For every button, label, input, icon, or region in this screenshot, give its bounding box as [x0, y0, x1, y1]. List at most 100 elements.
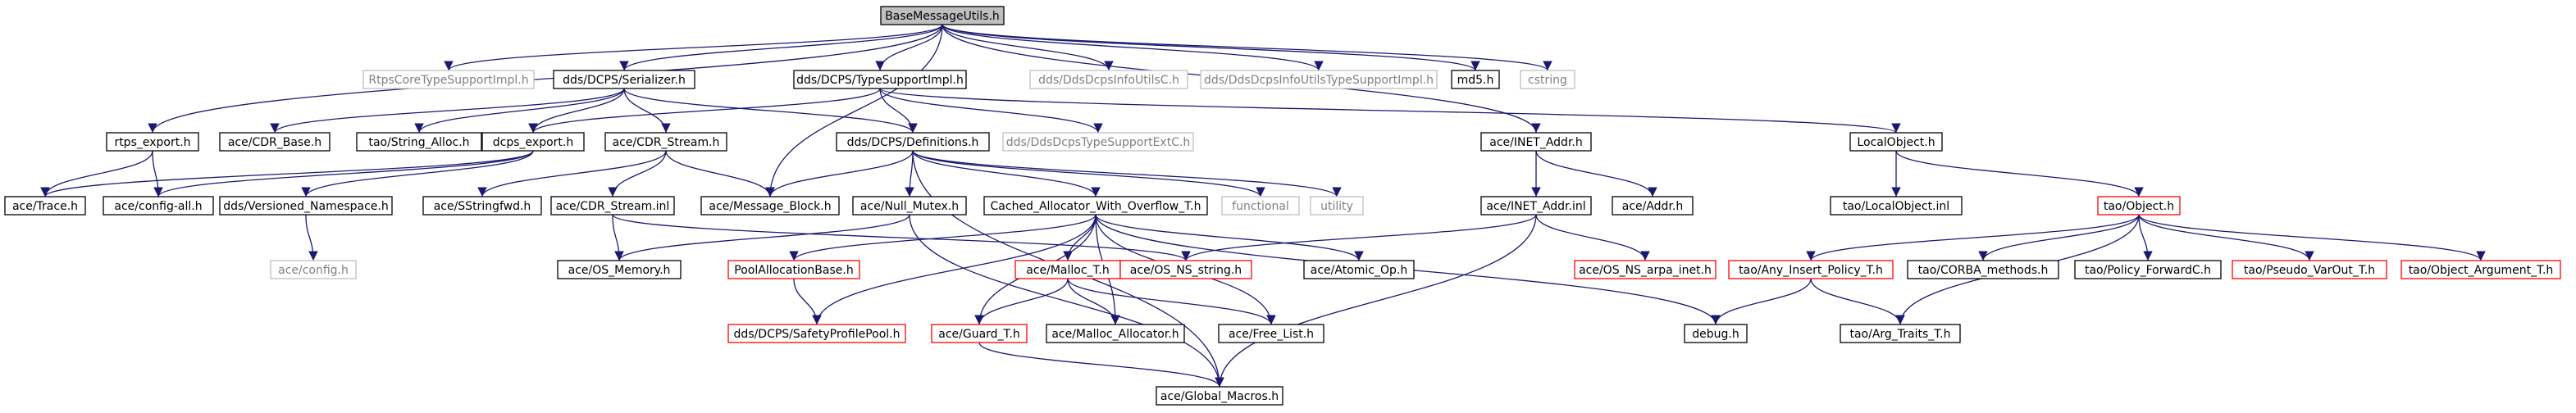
node-tao-string-alloc-h[interactable]: tao/String_Alloc.h	[356, 132, 482, 152]
node-rtpscoretypesupportimpl-h: RtpsCoreTypeSupportImpl.h	[362, 70, 535, 89]
edge-definitions-to-utility	[912, 150, 1342, 197]
node-md5-h[interactable]: md5.h	[1451, 70, 1500, 89]
node-ace-guard-t-h[interactable]: ace/Guard_T.h	[931, 324, 1028, 343]
node-ace-cdr-stream-h[interactable]: ace/CDR_Stream.h	[604, 132, 727, 152]
node-box	[1451, 70, 1500, 89]
node-ace-malloc-allocator-h[interactable]: ace/Malloc_Allocator.h	[1046, 324, 1185, 343]
edge-serializer-to-cdr-base	[270, 88, 625, 134]
node-ace-addr-h[interactable]: ace/Addr.h	[1612, 196, 1694, 216]
node-ace-config-h: ace/config.h	[270, 260, 357, 279]
node-utility: utility	[1310, 196, 1364, 216]
node-label: dds/DdsDcpsInfoUtilsTypeSupportImpl.h	[1204, 74, 1434, 87]
node-debug-h[interactable]: debug.h	[1684, 324, 1748, 343]
node-tao-corba-methods-h[interactable]: tao/CORBA_methods.h	[1907, 260, 2059, 279]
edge-base-message-utils-to-type-support-impl	[875, 24, 943, 71]
edge-inet-addr-h-to-addr	[1535, 150, 1657, 197]
node-tao-object-argument-t-h[interactable]: tao/Object_Argument_T.h	[2400, 260, 2561, 279]
node-ace-trace-h[interactable]: ace/Trace.h	[4, 196, 86, 216]
edge-tao-object-to-policy-forward	[2138, 214, 2153, 261]
node-ace-free-list-h[interactable]: ace/Free_List.h	[1218, 324, 1324, 343]
node-tao-policy-forwardc-h[interactable]: tao/Policy_ForwardC.h	[2074, 260, 2222, 279]
node-label: tao/Object_Argument_T.h	[2409, 264, 2554, 277]
node-box	[700, 196, 840, 216]
node-box	[557, 260, 682, 279]
node-label: tao/Pseudo_VarOut_T.h	[2244, 264, 2375, 277]
node-poolallocationbase-h[interactable]: PoolAllocationBase.h	[727, 260, 860, 279]
edge-malloc-t-to-free-list	[1067, 278, 1276, 325]
node-ace-inet-addr-inl[interactable]: ace/INET_Addr.inl	[1480, 196, 1592, 216]
node-ace-global-macros-h[interactable]: ace/Global_Macros.h	[1156, 386, 1283, 406]
edge-cached-alloc-to-atomic-op	[1095, 214, 1364, 261]
node-label: ace/config-all.h	[114, 200, 202, 213]
node-label: dds/DCPS/SafetyProfilePool.h	[734, 328, 900, 341]
edge-rtps-export-to-config-all	[152, 150, 163, 197]
node-ace-cdr-base-h[interactable]: ace/CDR_Base.h	[219, 132, 331, 152]
edge-dcps-export-to-versioned-ns	[301, 150, 534, 197]
node-label: ace/Free_List.h	[1229, 328, 1314, 341]
node-label: tao/LocalObject.inl	[1843, 200, 1949, 213]
edge-pool-alloc-base-to-safety-profile-pool	[793, 278, 822, 325]
node-label: utility	[1320, 200, 1353, 213]
edge-dcps-export-to-config-all	[153, 150, 534, 197]
node-dds-dcps-typesupportimpl-h[interactable]: dds/DCPS/TypeSupportImpl.h	[793, 70, 967, 89]
edge-malloc-t-to-guard-t	[974, 278, 1069, 325]
node-tao-any-insert-policy-t-h[interactable]: tao/Any_Insert_Policy_T.h	[1728, 260, 1894, 279]
node-ace-config-all-h[interactable]: ace/config-all.h	[103, 196, 214, 216]
edge-tao-object-to-object-argument	[2138, 214, 2486, 261]
node-rtps-export-h[interactable]: rtps_export.h	[106, 132, 199, 152]
node-box	[2074, 260, 2222, 279]
node-ace-null-mutex-h[interactable]: ace/Null_Mutex.h	[852, 196, 967, 216]
node-label: ace/INET_Addr.h	[1489, 136, 1583, 149]
edge-base-message-utils-to-cstring	[941, 24, 1552, 71]
edge-serializer-to-string-alloc	[414, 88, 625, 134]
node-tao-localobject-inl[interactable]: tao/LocalObject.inl	[1830, 196, 1963, 216]
node-box	[422, 196, 542, 216]
node-tao-object-h[interactable]: tao/Object.h	[2097, 196, 2181, 216]
node-box	[2232, 260, 2387, 279]
node-ace-inet-addr-h[interactable]: ace/INET_Addr.h	[1480, 132, 1592, 152]
node-box	[1200, 70, 1438, 89]
edge-cdr-stream-to-cdr-stream-inl	[608, 150, 667, 197]
node-label: ace/CDR_Base.h	[228, 136, 321, 149]
edge-guard-t-to-global-macros	[978, 342, 1224, 388]
node-ace-message-block-h[interactable]: ace/Message_Block.h	[700, 196, 840, 216]
node-dds-ddsdcpsinfoutilstypesupportimpl-h: dds/DdsDcpsInfoUtilsTypeSupportImpl.h	[1200, 70, 1438, 89]
node-box	[1728, 260, 1894, 279]
node-tao-pseudo-varout-t-h[interactable]: tao/Pseudo_VarOut_T.h	[2232, 260, 2387, 279]
node-label: tao/Any_Insert_Policy_T.h	[1739, 264, 1883, 277]
node-label: dds/DdsDcpsInfoUtilsC.h	[1038, 74, 1179, 87]
edge-cached-alloc-to-malloc-t	[1063, 214, 1097, 261]
node-box	[553, 70, 695, 89]
node-localobject-h[interactable]: LocalObject.h	[1849, 132, 1943, 152]
node-ace-os-memory-h[interactable]: ace/OS_Memory.h	[557, 260, 682, 279]
node-box	[727, 324, 906, 343]
node-label: ace/config.h	[278, 264, 349, 277]
node-box	[880, 6, 1005, 25]
node-ace-os-ns-string-h[interactable]: ace/OS_NS_string.h	[1119, 260, 1252, 279]
node-box	[219, 132, 331, 152]
node-box	[604, 132, 727, 152]
node-dcps-export-h[interactable]: dcps_export.h	[481, 132, 585, 152]
edge-definitions-to-functional	[912, 150, 1265, 197]
node-label: ace/OS_Memory.h	[568, 264, 671, 277]
edge-cached-alloc-to-pool-alloc-base	[789, 214, 1097, 261]
node-cached-allocator-with-overflow-t-h[interactable]: Cached_Allocator_With_Overflow_T.h	[983, 196, 1208, 216]
node-tao-arg-traits-t-h[interactable]: tao/Arg_Traits_T.h	[1840, 324, 1961, 343]
node-dds-dcps-serializer-h[interactable]: dds/DCPS/Serializer.h	[553, 70, 695, 89]
edge-base-message-utils-to-message-block	[765, 24, 943, 197]
node-ace-atomic-op-h[interactable]: ace/Atomic_Op.h	[1303, 260, 1415, 279]
node-ace-cdr-stream-inl[interactable]: ace/CDR_Stream.inl	[550, 196, 675, 216]
node-dds-dcps-definitions-h[interactable]: dds/DCPS/Definitions.h	[836, 132, 990, 152]
node-ace-os-ns-arpa-inet-h[interactable]: ace/OS_NS_arpa_inet.h	[1574, 260, 1717, 279]
node-label: PoolAllocationBase.h	[734, 264, 853, 277]
node-basemessageutils-h[interactable]: BaseMessageUtils.h	[880, 6, 1005, 25]
node-ace-sstringfwd-h[interactable]: ace/SStringfwd.h	[422, 196, 542, 216]
node-ace-malloc-t-h[interactable]: ace/Malloc_T.h	[1014, 260, 1121, 279]
node-label: ace/Message_Block.h	[709, 200, 831, 213]
node-dds-versioned-namespace-h[interactable]: dds/Versioned_Namespace.h	[219, 196, 393, 216]
node-label: tao/String_Alloc.h	[368, 136, 469, 149]
node-box	[550, 196, 675, 216]
node-box	[219, 196, 393, 216]
node-dds-dcps-safetyprofilepool-h[interactable]: dds/DCPS/SafetyProfilePool.h	[727, 324, 906, 343]
